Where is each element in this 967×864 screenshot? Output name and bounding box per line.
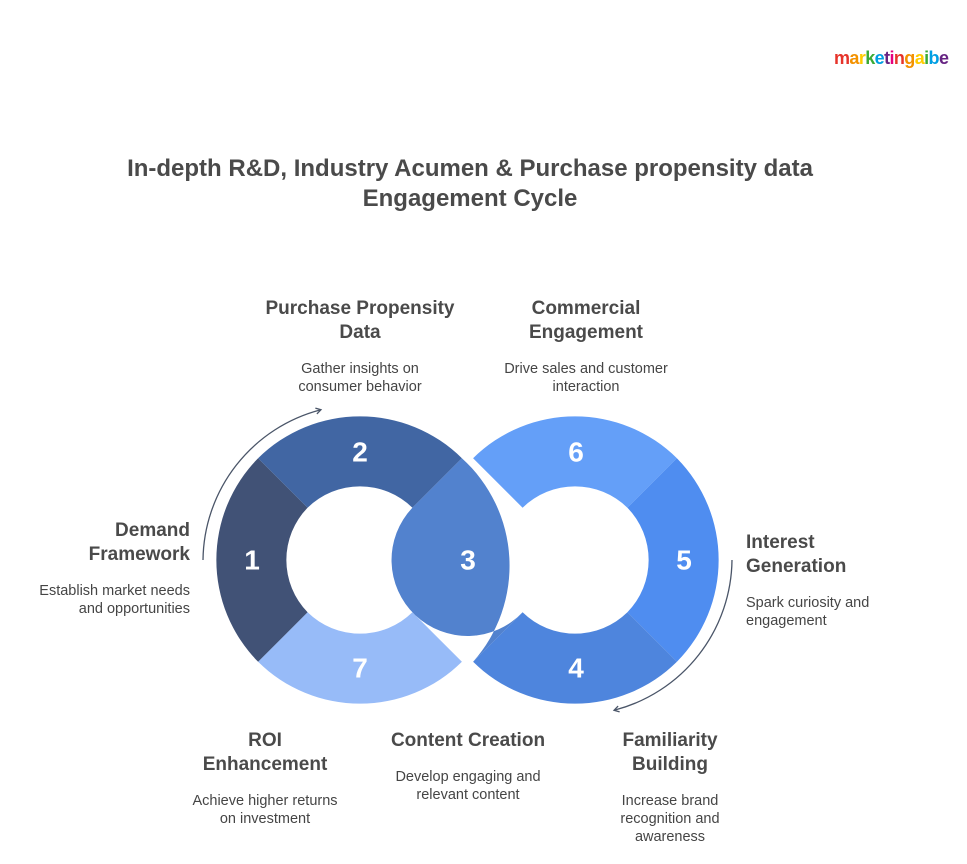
segment-6	[473, 416, 677, 508]
segment-2	[258, 416, 462, 508]
stage-4-description: Increase brand recognition and awareness	[580, 792, 760, 846]
stage-3-desc-line-1: Develop engaging and	[395, 769, 541, 785]
cycle-arrow-left	[202, 407, 323, 561]
stage-6-heading-line-1: Commercial	[531, 298, 641, 319]
stage-7-desc-line-1: Achieve higher returns	[192, 793, 338, 809]
title-line-1: In-depth R&D, Industry Acumen & Purchase…	[127, 155, 813, 182]
stage-7-description: Achieve higher returns on investment	[160, 792, 370, 828]
stage-5-heading: Interest Generation	[746, 531, 946, 579]
segment-number-1: 1	[244, 545, 260, 576]
stage-1-desc-line-2: and opportunities	[78, 601, 190, 617]
stage-3-description: Develop engaging and relevant content	[360, 768, 576, 804]
stage-4-heading: Familiarity Building	[580, 729, 760, 777]
stage-1-description: Establish market needs and opportunities	[0, 582, 190, 618]
stage-2-heading-line-1: Purchase Propensity	[265, 298, 455, 319]
segment-number-6: 6	[568, 437, 584, 468]
stage-6-heading: Commercial Engagement	[466, 297, 706, 345]
stage-3-desc-line-2: relevant content	[416, 787, 520, 803]
cycle-arrow-right	[612, 559, 733, 713]
stage-6-description: Drive sales and customer interaction	[466, 360, 706, 396]
stage-5-desc-line-1: Spark curiosity and	[746, 595, 870, 611]
stage-2-label: Purchase Propensity Data Gather insights…	[238, 297, 482, 396]
segment-1	[216, 458, 308, 662]
stage-1-heading-line-1: Demand	[115, 520, 190, 541]
stage-2-heading: Purchase Propensity Data	[238, 297, 482, 345]
stage-7-desc-line-2: on investment	[219, 811, 311, 827]
stage-5-label: Interest Generation Spark curiosity and …	[746, 531, 946, 630]
stage-3-heading: Content Creation	[360, 729, 576, 753]
segment-number-4: 4	[568, 653, 584, 684]
stage-3-heading-line-1: Content Creation	[390, 730, 546, 751]
stage-2-desc-line-2: consumer behavior	[298, 379, 422, 395]
stage-6-desc-line-1: Drive sales and customer	[504, 361, 668, 377]
stage-6-heading-line-2: Engagement	[528, 322, 644, 343]
stage-7-heading-line-1: ROI	[248, 730, 282, 751]
stage-7-heading: ROI Enhancement	[160, 729, 370, 777]
brand-logo: marketingaibe	[834, 48, 949, 68]
stage-4-desc-line-1: Increase brand	[621, 793, 719, 809]
stage-5-heading-line-2: Generation	[746, 556, 847, 577]
stage-5-description: Spark curiosity and engagement	[746, 594, 946, 630]
segment-number-5: 5	[676, 545, 692, 576]
stage-6-label: Commercial Engagement Drive sales and cu…	[466, 297, 706, 396]
title-line-2: Engagement Cycle	[362, 185, 578, 212]
stage-2-desc-line-1: Gather insights on	[301, 361, 419, 377]
stage-4-desc-line-2: recognition and	[620, 811, 720, 827]
segment-4	[473, 612, 677, 704]
segment-number-3: 3	[460, 545, 476, 576]
stage-4-desc-line-3: awareness	[634, 829, 706, 845]
diagram-title: In-depth R&D, Industry Acumen & Purchase…	[80, 154, 860, 214]
segment-number-7: 7	[352, 653, 368, 684]
stage-1-label: Demand Framework Establish market needs …	[0, 519, 190, 618]
stage-2-description: Gather insights on consumer behavior	[238, 360, 482, 396]
stage-4-heading-line-1: Familiarity	[622, 730, 718, 751]
segment-7	[258, 612, 462, 704]
stage-5-desc-line-2: engagement	[746, 613, 827, 629]
segment-3	[391, 458, 523, 662]
logo-text: marketingaibe	[834, 48, 949, 68]
stage-2-heading-line-2: Data	[339, 322, 381, 343]
segment-number-2: 2	[352, 437, 368, 468]
stage-5-heading-line-1: Interest	[746, 532, 815, 553]
stage-4-heading-line-2: Building	[632, 754, 708, 775]
stage-7-label: ROI Enhancement Achieve higher returns o…	[160, 729, 370, 828]
stage-1-heading: Demand Framework	[0, 519, 190, 567]
stage-6-desc-line-2: interaction	[552, 379, 620, 395]
stage-1-desc-line-1: Establish market needs	[39, 583, 190, 599]
stage-7-heading-line-2: Enhancement	[202, 754, 328, 775]
stage-4-label: Familiarity Building Increase brand reco…	[580, 729, 760, 846]
segment-5	[627, 458, 719, 662]
stage-3-label: Content Creation Develop engaging and re…	[360, 729, 576, 804]
stage-1-heading-line-2: Framework	[88, 544, 190, 565]
